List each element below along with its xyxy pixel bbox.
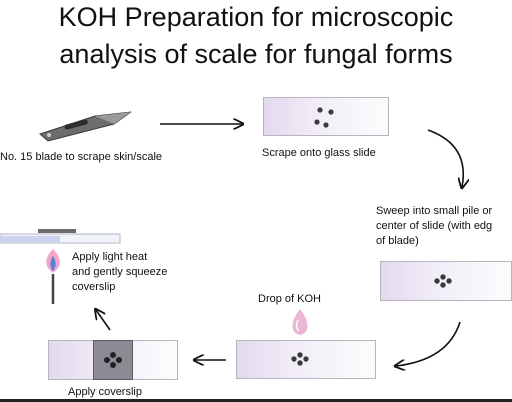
heat-label-line-3: coverslip bbox=[72, 281, 116, 293]
sweep-label-line-2: center of slide (with edg bbox=[376, 220, 493, 232]
heated-slide-icon bbox=[0, 229, 121, 244]
flame-icon bbox=[46, 249, 60, 304]
sweep-label-line-1: Sweep into small pile or bbox=[376, 205, 493, 217]
arrow-icon bbox=[96, 310, 111, 331]
sweep-label-line-3: of blade) bbox=[376, 235, 419, 247]
koh-label: Drop of KOH bbox=[258, 293, 321, 305]
blade-label: No. 15 blade to scrape skin/scale bbox=[0, 151, 163, 163]
heat-label-line-2: and gently squeeze bbox=[72, 266, 168, 278]
arrow-icon bbox=[427, 129, 463, 187]
diagram-title-line-2: analysis of scale for fungal forms bbox=[59, 39, 453, 69]
koh-drop-icon bbox=[292, 309, 308, 335]
swept-slide bbox=[380, 261, 512, 301]
heat-label-line-1: Apply light heat bbox=[72, 251, 148, 263]
scalpel-blade-icon bbox=[39, 111, 132, 142]
arrow-icon bbox=[396, 321, 461, 366]
bottom-border bbox=[0, 399, 512, 402]
coverslip bbox=[93, 340, 133, 380]
scrape-label: Scrape onto glass slide bbox=[262, 147, 376, 159]
scrape-slide bbox=[263, 97, 389, 136]
coverslip-label: Apply coverslip bbox=[68, 386, 142, 398]
diagram-title-line-1: KOH Preparation for microscopic bbox=[58, 2, 454, 32]
